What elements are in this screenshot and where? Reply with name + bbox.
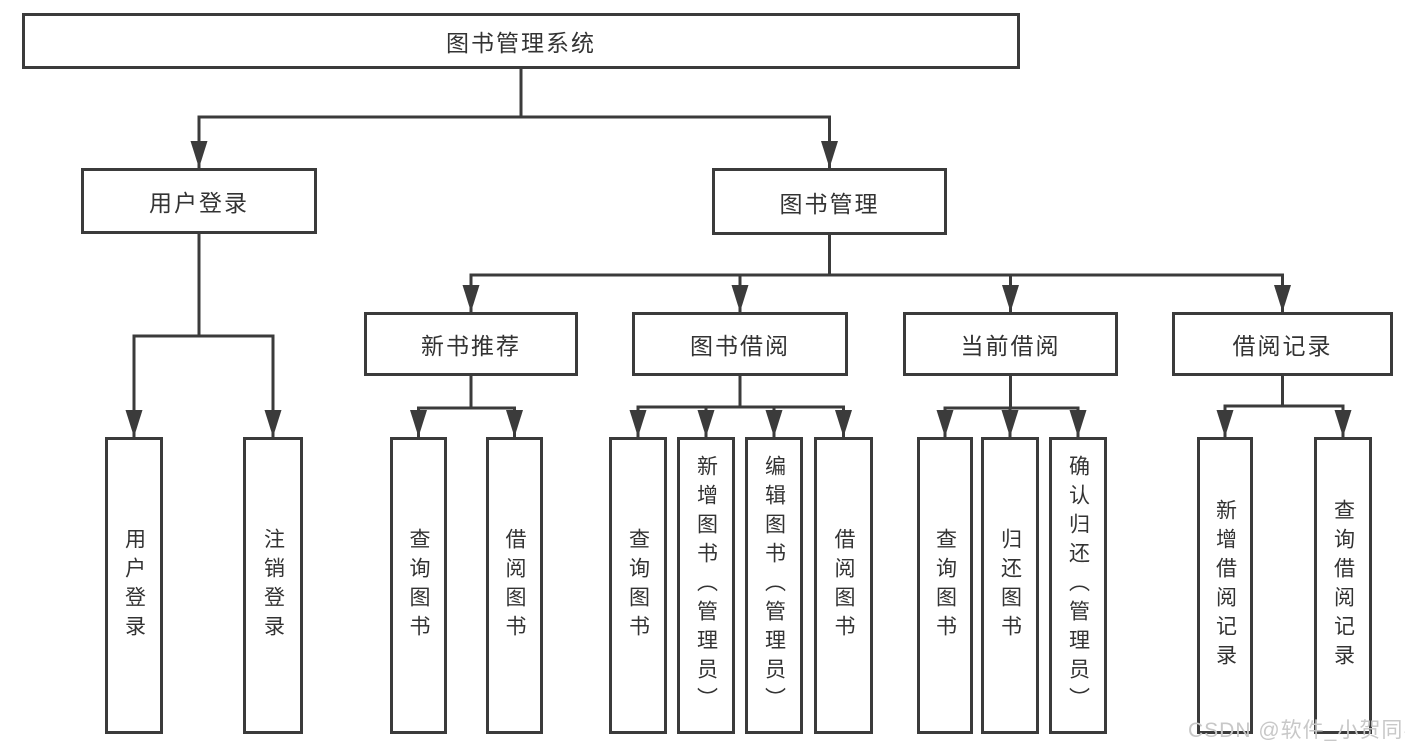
node-leaf-return-book: 归还图书	[981, 437, 1039, 734]
arrowhead-icon	[410, 410, 427, 437]
arrowhead-icon	[1001, 410, 1019, 437]
node-label: 图书借阅	[690, 333, 790, 359]
node-label: 新书推荐	[421, 333, 521, 359]
node-label: 当前借阅	[960, 333, 1061, 359]
arrowhead-icon	[1274, 285, 1291, 312]
node-leaf-add-book: 新增图书（管理员）	[677, 437, 735, 734]
node-label: 查询借阅记录	[1331, 498, 1355, 673]
arrowhead-icon	[731, 285, 749, 312]
node-leaf-logout: 注销登录	[243, 437, 303, 734]
node-new-book-rec: 新书推荐	[364, 312, 578, 376]
node-label: 借阅记录	[1232, 333, 1333, 359]
connector-new-book-rec	[410, 376, 523, 437]
node-label: 新增图书（管理员）	[694, 455, 718, 716]
arrowhead-icon	[1216, 410, 1234, 437]
node-book-borrow: 图书借阅	[632, 312, 848, 376]
node-label: 查询图书	[626, 527, 650, 644]
node-leaf-borrow-book-new: 借阅图书	[486, 437, 543, 734]
arrowhead-icon	[1334, 410, 1352, 437]
arrowhead-icon	[835, 410, 852, 437]
node-label: 查询图书	[933, 527, 957, 644]
node-label: 用户登录	[122, 527, 146, 644]
node-leaf-add-borrow-record: 新增借阅记录	[1197, 437, 1253, 734]
node-leaf-user-login: 用户登录	[105, 437, 163, 734]
node-leaf-borrow-book: 借阅图书	[814, 437, 873, 734]
node-root: 图书管理系统	[22, 13, 1020, 69]
arrowhead-icon	[629, 410, 647, 437]
node-user-login: 用户登录	[81, 168, 317, 234]
arrowhead-icon	[1069, 410, 1087, 437]
arrowhead-icon	[264, 410, 282, 437]
node-leaf-query-book-current: 查询图书	[917, 437, 973, 734]
node-label: 借阅图书	[832, 527, 855, 644]
arrowhead-icon	[190, 141, 208, 168]
node-label: 编辑图书（管理员）	[762, 455, 786, 716]
arrowhead-icon	[821, 141, 838, 168]
node-label: 归还图书	[998, 527, 1022, 644]
node-label: 新增借阅记录	[1213, 498, 1237, 673]
connector-user-login	[125, 234, 282, 437]
connector-book-borrow	[629, 376, 852, 437]
node-leaf-query-book-new: 查询图书	[390, 437, 447, 734]
node-label: 图书管理	[779, 190, 880, 217]
arrowhead-icon	[765, 410, 783, 437]
node-leaf-query-book-borrow: 查询图书	[609, 437, 667, 734]
arrowhead-icon	[1002, 285, 1019, 312]
node-leaf-edit-book: 编辑图书（管理员）	[745, 437, 803, 734]
connector-current-borrow	[936, 376, 1087, 437]
node-current-borrow: 当前借阅	[903, 312, 1118, 376]
node-borrow-records: 借阅记录	[1172, 312, 1393, 376]
node-leaf-query-borrow-record: 查询借阅记录	[1314, 437, 1372, 734]
node-label: 注销登录	[261, 527, 285, 644]
arrowhead-icon	[506, 410, 523, 437]
connector-borrow-records	[1216, 376, 1352, 437]
arrowhead-icon	[936, 410, 954, 437]
node-leaf-confirm-return: 确认归还（管理员）	[1049, 437, 1107, 734]
node-book-mgmt: 图书管理	[712, 168, 947, 235]
arrowhead-icon	[462, 285, 480, 312]
watermark: CSDN @软件_小贺同学	[1188, 719, 1405, 742]
arrowhead-icon	[697, 410, 715, 437]
node-label: 确认归还（管理员）	[1066, 455, 1090, 716]
node-label: 查询图书	[407, 527, 430, 644]
node-label: 图书管理系统	[446, 30, 596, 56]
node-label: 用户登录	[149, 190, 249, 216]
node-label: 借阅图书	[503, 527, 526, 644]
connector-root	[190, 69, 838, 168]
connector-book-mgmt	[462, 235, 1291, 312]
arrowhead-icon	[125, 410, 143, 437]
